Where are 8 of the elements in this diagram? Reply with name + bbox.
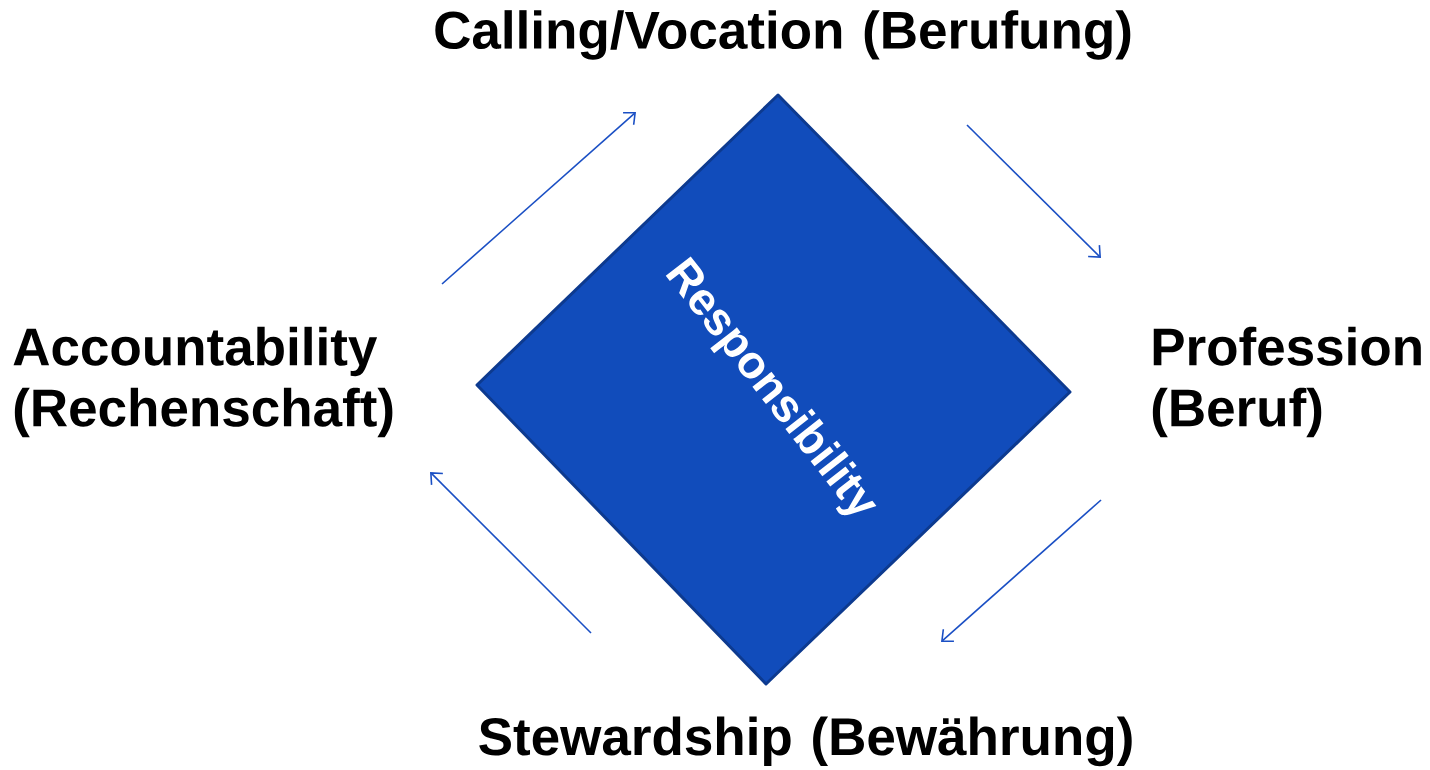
label-text: Calling/Vocation (Berufung) — [435, 10, 1131, 60]
label-text: Profession (Beruf) — [1152, 326, 1421, 438]
arrow — [966, 124, 1101, 258]
arrow — [430, 472, 592, 634]
label-text: Accountability (Rechenschaft) — [13, 326, 393, 438]
label-text: Stewardship (Bewährung) — [479, 716, 1132, 767]
arrow — [441, 111, 636, 285]
arrow — [941, 499, 1102, 642]
